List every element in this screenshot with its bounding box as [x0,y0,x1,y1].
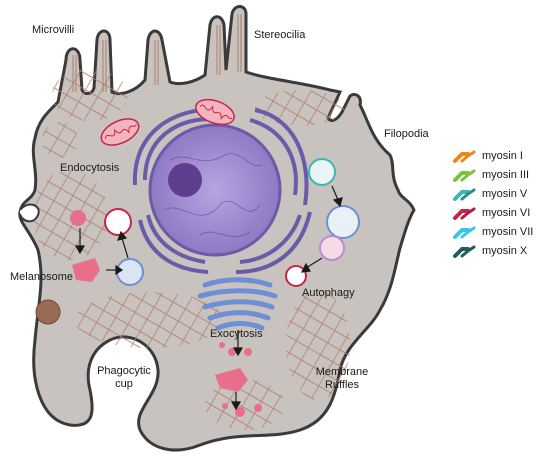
myosin-iii-icon [453,169,476,182]
endocytic-pit [19,203,40,223]
label-phagocytic-cup: Phagocytic cup [97,365,151,390]
legend-label: myosin X [482,245,528,257]
golgi-apparatus [197,277,278,331]
legend-label: myosin VI [482,207,531,219]
label-exocytosis: Exocytosis [210,328,263,340]
mitochondria [100,98,235,146]
myosin-v-icon [453,188,476,201]
myosin-i-icon [453,150,476,163]
nucleus [148,123,282,257]
legend-label: myosin V [482,188,528,200]
legend-label: myosin III [482,169,530,181]
legend-label: myosin VII [482,226,534,238]
chromatin [164,153,263,237]
vesicles [35,158,360,417]
legend-label: myosin I [482,150,523,162]
pathway-arrows [74,185,343,411]
label-membrane-ruffles: Membrane Ruffles [315,366,369,391]
actin-meshes [32,69,350,430]
label-melanosome: Melanosome [10,271,73,283]
label-endocytosis: Endocytosis [60,162,120,174]
label-stereocilia: Stereocilia [254,29,306,41]
label-microvilli: Microvilli [32,24,75,36]
nucleolus [168,163,202,197]
label-filopodia: Filopodia [384,128,429,140]
protrusion-bundles [72,14,242,92]
myosin-x-icon [453,245,476,258]
myosin-vi-icon [453,207,476,220]
label-autophagy: Autophagy [302,287,355,299]
myosin-vii-icon [453,226,476,239]
